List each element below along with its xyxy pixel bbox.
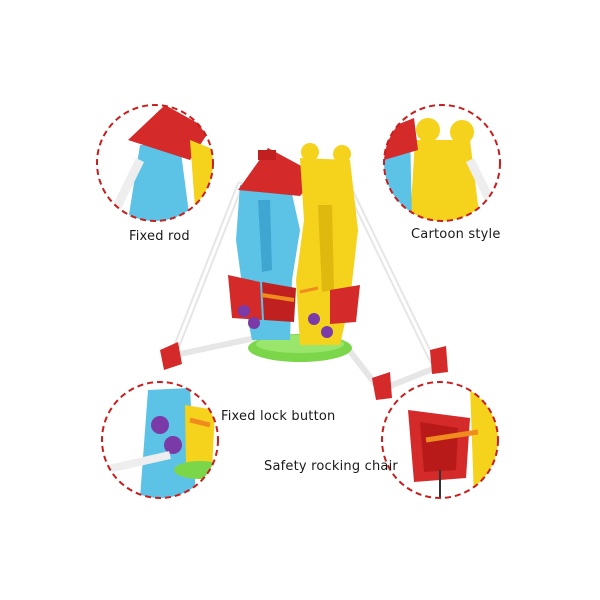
callout-fixed-lock-button [101, 381, 219, 499]
fixed-lock-button-label: Fixed lock button [221, 409, 336, 424]
fixed-rod-label: Fixed rod [129, 229, 190, 244]
safety-rocking-chair-label: Safety rocking chair [264, 459, 398, 474]
swing-set [160, 143, 448, 400]
callout-fixed-rod [96, 104, 214, 222]
callout-safety-rocking-chair [381, 381, 499, 499]
callout-cartoon-style [383, 104, 501, 222]
cartoon-style-label: Cartoon style [411, 227, 501, 242]
